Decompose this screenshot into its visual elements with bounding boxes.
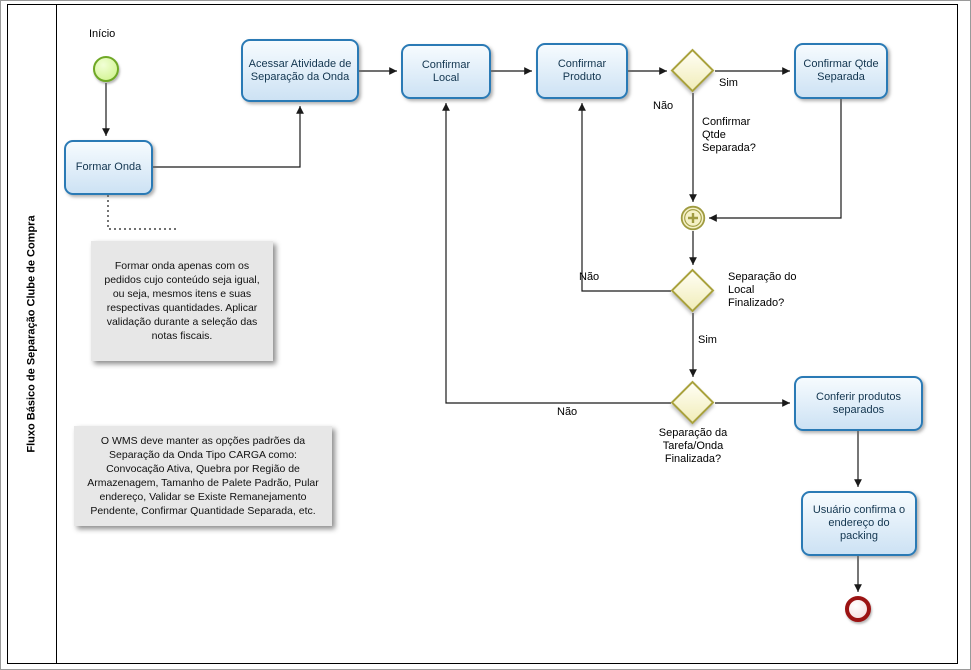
task-confirmar-produto-label: Confirmar Produto — [557, 58, 607, 83]
task-usuario-confirma-packing-label: Usuário confirma o endereço do packing — [812, 504, 906, 542]
parallel-merge-icon — [680, 205, 706, 231]
lane-header: Fluxo Básico de Separação Clube de Compr… — [7, 4, 56, 664]
gateway-question-separacao-local: Separação do Local Finalizado? — [728, 271, 797, 309]
edge-label-nao-qtde: Não — [653, 100, 674, 112]
task-confirmar-local: Confirmar Local — [401, 44, 491, 99]
end-event — [845, 596, 871, 622]
start-event — [93, 56, 119, 82]
task-conferir-produtos: Conferir produtos separados — [794, 376, 923, 431]
task-acessar-atividade-label: Acessar Atividade de Separação da Onda — [248, 57, 352, 83]
edge-label-nao-tarefa: Não — [557, 406, 578, 418]
plus-circle-icon — [680, 205, 706, 231]
edge-label-sim-local: Sim — [698, 334, 717, 346]
gateway-question-separacao-tarefa: Separação da Tarefa/Onda Finalizada? — [658, 427, 728, 465]
task-usuario-confirma-packing: Usuário confirma o endereço do packing — [801, 491, 917, 556]
task-confirmar-qtde-separada: Confirmar Qtde Separada — [794, 43, 888, 99]
pool-border — [7, 4, 958, 664]
task-conferir-produtos-label: Conferir produtos separados — [816, 390, 901, 416]
edge-label-nao-local: Não — [579, 271, 600, 283]
task-confirmar-qtde-separada-label: Confirmar Qtde Separada — [803, 58, 879, 83]
lane-divider — [56, 4, 57, 664]
annotation-wms-opcoes: O WMS deve manter as opções padrões da S… — [74, 426, 332, 526]
gateway-question-confirmar-qtde: Confirmar Qtde Separada? — [702, 116, 756, 154]
task-formar-onda: Formar Onda — [64, 140, 153, 195]
edge-label-sim-qtde: Sim — [719, 77, 738, 89]
annotation-formar-onda-text: Formar onda apenas com os pedidos cujo c… — [104, 260, 260, 342]
annotation-wms-opcoes-text: O WMS deve manter as opções padrões da S… — [87, 435, 319, 517]
annotation-formar-onda: Formar onda apenas com os pedidos cujo c… — [91, 241, 273, 361]
task-confirmar-local-label: Confirmar Local — [421, 58, 471, 84]
task-acessar-atividade: Acessar Atividade de Separação da Onda — [241, 39, 359, 102]
task-formar-onda-label: Formar Onda — [75, 161, 142, 173]
lane-title: Fluxo Básico de Separação Clube de Compr… — [25, 215, 38, 453]
task-confirmar-produto: Confirmar Produto — [536, 43, 628, 99]
start-event-label: Início — [89, 28, 116, 40]
